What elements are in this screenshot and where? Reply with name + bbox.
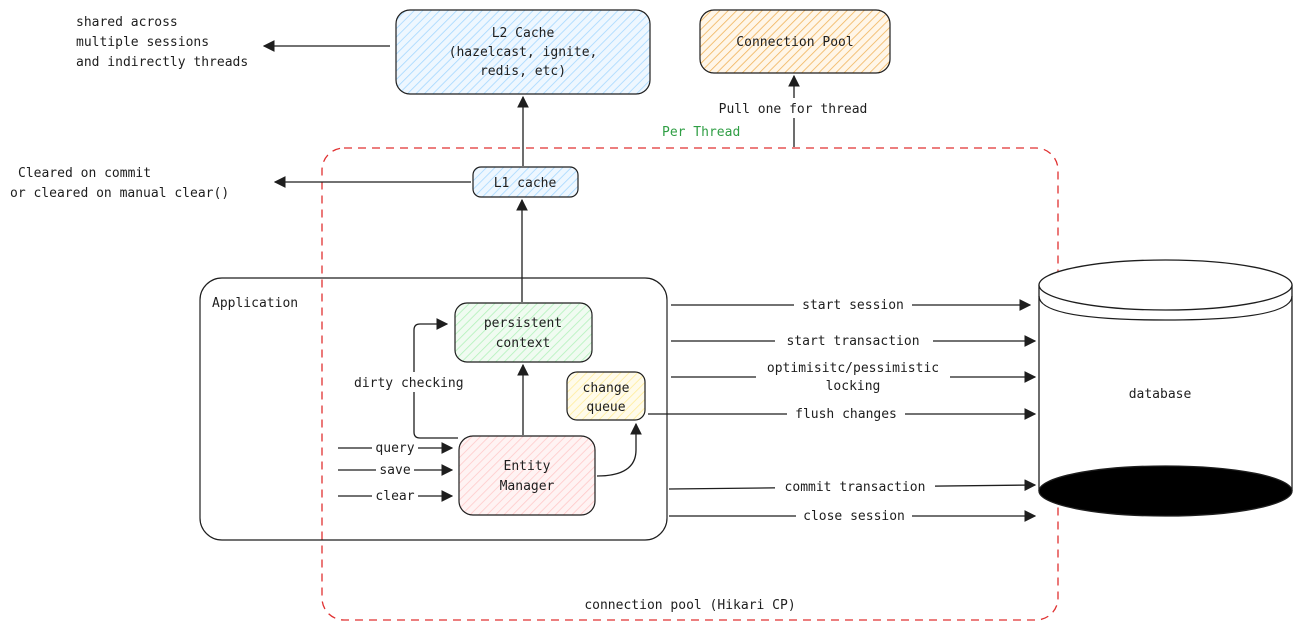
close-session-label: close session [803,509,905,524]
l1-note-line1: Cleared on commit [18,166,151,181]
change-queue-line1: change [583,381,630,396]
l2-cache-line2: (hazelcast, ignite, [449,45,598,60]
save-label: save [379,463,410,478]
per-thread-label: Per Thread [662,125,740,140]
application-label: Application [212,296,298,311]
pull-one-label: Pull one for thread [719,102,868,117]
flush-changes-label: flush changes [795,407,897,422]
l1-cache-label: L1 cache [494,176,557,191]
commit-transaction-bg [775,478,935,496]
start-session-bg [794,296,912,314]
clear-label: clear [375,489,414,504]
commit-transaction-label: commit transaction [785,480,926,495]
l2-cache-box [395,9,651,95]
start-transaction-label: start transaction [786,334,919,349]
l2-note-line1: shared across [76,15,178,30]
database-label: database [1129,387,1192,402]
start-session-label: start session [802,298,904,313]
query-label-bg [372,439,418,457]
application-box [199,277,668,541]
locking-label-line2: locking [826,379,881,394]
connection-pool-box [699,9,891,74]
change-queue-box [566,371,646,421]
database-cylinder [1038,259,1293,517]
persistent-context-line2: context [496,336,551,351]
clear-label-bg [372,487,418,505]
dirty-checking-label: dirty checking [354,376,464,391]
l2-note-line3: and indirectly threads [76,55,248,70]
start-transaction-bg [775,332,933,350]
connection-pool-label: Connection Pool [736,35,853,50]
locking-bg [756,358,950,396]
query-label: query [375,441,414,456]
save-label-bg [376,461,414,479]
l2-cache-title: L2 Cache [492,26,555,41]
l1-note-line2: or cleared on manual clear() [10,186,229,201]
l2-cache-line3: redis, etc) [480,64,566,79]
flush-changes-bg [787,405,905,423]
dirty-checking-bg [352,372,480,392]
persistent-context-line1: persistent [484,316,562,331]
entity-manager-box [458,435,596,516]
pull-label-bg [705,98,881,118]
l2-note-line2: multiple sessions [76,35,209,50]
entity-manager-line2: Manager [500,479,555,494]
l1-cache-box [472,166,579,198]
close-session-bg [796,507,912,525]
connection-pool-boundary-label: connection pool (Hikari CP) [584,598,795,613]
persistent-context-box [454,302,593,363]
entity-manager-line1: Entity [504,459,551,474]
entity-to-queue-arrow [596,422,642,477]
locking-label-line1: optimisitc/pessimistic [767,361,939,376]
change-queue-line2: queue [586,400,625,415]
